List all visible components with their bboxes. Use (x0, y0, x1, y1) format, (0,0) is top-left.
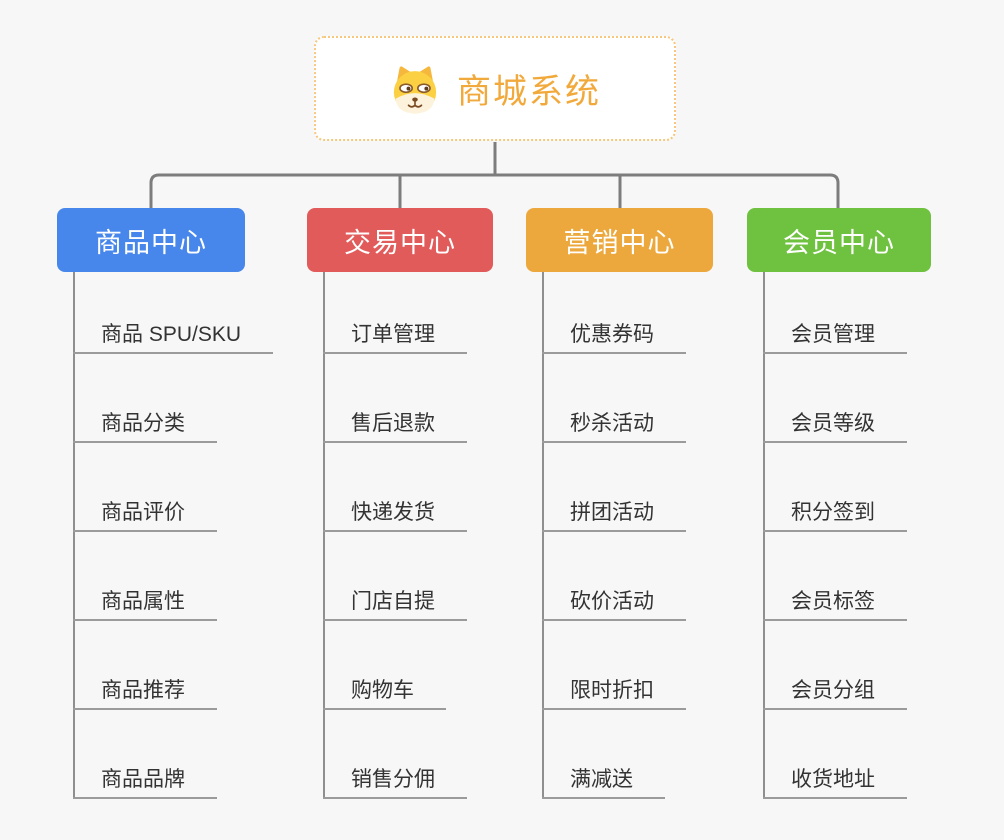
branch-spine (323, 272, 325, 799)
leaf-item[interactable]: 售后退款 (323, 399, 467, 443)
leaf-item[interactable]: 门店自提 (323, 577, 467, 621)
leaf-item[interactable]: 优惠券码 (542, 310, 686, 354)
branch-node-marketing[interactable]: 营销中心 (526, 208, 713, 272)
leaf-item[interactable]: 快递发货 (323, 488, 467, 532)
leaf-item[interactable]: 商品品牌 (73, 755, 217, 799)
leaf-item[interactable]: 销售分佣 (323, 755, 467, 799)
leaf-item[interactable]: 会员分组 (763, 666, 907, 710)
leaf-item[interactable]: 商品推荐 (73, 666, 217, 710)
leaf-item[interactable]: 满减送 (542, 755, 665, 799)
leaf-item[interactable]: 商品评价 (73, 488, 217, 532)
root-node[interactable]: 商城系统 (314, 36, 676, 141)
leaf-item[interactable]: 订单管理 (323, 310, 467, 354)
leaf-item[interactable]: 商品属性 (73, 577, 217, 621)
leaf-item[interactable]: 购物车 (323, 666, 446, 710)
leaf-item[interactable]: 商品 SPU/SKU (73, 310, 274, 354)
branch-node-trade[interactable]: 交易中心 (307, 208, 493, 272)
leaf-item[interactable]: 收货地址 (763, 755, 907, 799)
leaf-item[interactable]: 积分签到 (763, 488, 907, 532)
leaf-item[interactable]: 拼团活动 (542, 488, 686, 532)
doge-face-icon (393, 65, 437, 113)
branch-spine (73, 272, 75, 799)
root-label: 商城系统 (457, 73, 601, 111)
leaf-item[interactable]: 会员标签 (763, 577, 907, 621)
branch-spine (763, 272, 765, 799)
leaf-item[interactable]: 限时折扣 (542, 666, 686, 710)
leaf-item[interactable]: 砍价活动 (542, 577, 686, 621)
leaf-item[interactable]: 秒杀活动 (542, 399, 686, 443)
leaf-item[interactable]: 会员等级 (763, 399, 907, 443)
branch-spine (542, 272, 544, 799)
branch-node-product[interactable]: 商品中心 (57, 208, 245, 272)
leaf-item[interactable]: 商品分类 (73, 399, 217, 443)
branch-node-member[interactable]: 会员中心 (747, 208, 931, 272)
leaf-item[interactable]: 会员管理 (763, 310, 907, 354)
